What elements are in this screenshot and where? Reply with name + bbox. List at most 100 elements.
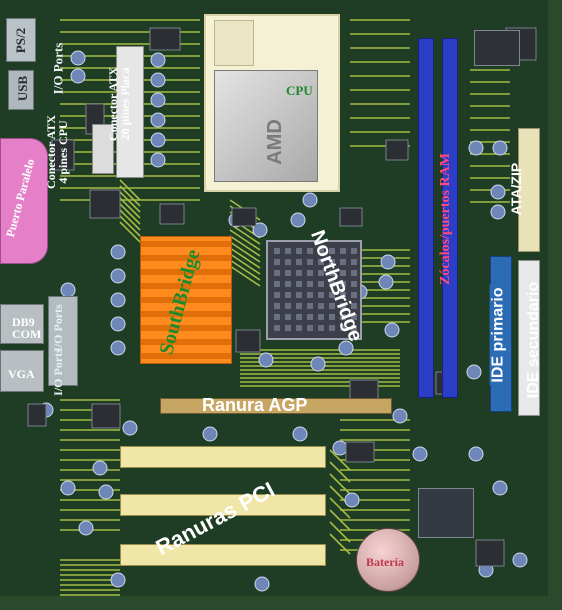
capacitor: [110, 340, 126, 356]
northbridge-pad: [318, 281, 324, 287]
parallel-port[interactable]: [0, 138, 48, 264]
capacitor: [70, 68, 86, 84]
northbridge-pad: [340, 270, 346, 276]
ps2-port[interactable]: [6, 18, 36, 62]
northbridge-pad: [340, 325, 346, 331]
heatsink-fin: [141, 353, 231, 359]
cpu-label: CPU: [286, 83, 313, 98]
northbridge-pad: [285, 314, 291, 320]
capacitor: [60, 480, 76, 496]
northbridge-pad: [351, 281, 357, 287]
northbridge-pad: [274, 248, 280, 254]
pcb-edge: [548, 0, 562, 610]
northbridge-pad: [274, 292, 280, 298]
capacitor: [254, 576, 270, 592]
northbridge-pad: [318, 259, 324, 265]
ram-slot-1[interactable]: [418, 38, 434, 398]
ide-primary-label: IDE primario: [489, 284, 508, 386]
capacitor: [258, 352, 274, 368]
pci-slot-2[interactable]: [120, 494, 326, 516]
ata-zip-connector[interactable]: [518, 128, 540, 252]
capacitor: [110, 292, 126, 308]
northbridge-pad: [340, 281, 346, 287]
small-chip: [385, 139, 409, 161]
capacitor: [78, 520, 94, 536]
northbridge-pad: [274, 281, 280, 287]
northbridge-pad: [274, 259, 280, 265]
pcb-trace: [119, 191, 141, 213]
usb-port[interactable]: [8, 70, 34, 110]
pcb-trace: [229, 247, 261, 269]
northbridge-pad: [307, 292, 313, 298]
capacitors: [38, 32, 528, 592]
io-ports-top-label: I/O Ports: [50, 42, 66, 95]
ram-slot-2[interactable]: [442, 38, 458, 398]
northbridge-pad: [351, 270, 357, 276]
capacitor: [492, 140, 508, 156]
northbridge-pad: [340, 303, 346, 309]
agp-slot-label: Ranura AGP: [202, 395, 308, 415]
northbridge-pad: [329, 259, 335, 265]
northbridge-pad: [340, 248, 346, 254]
ide-secondary-connector[interactable]: [518, 260, 540, 416]
capacitor: [344, 492, 360, 508]
capacitor: [310, 356, 326, 372]
cmos-battery: [356, 528, 420, 592]
small-chip: [231, 207, 257, 227]
pcb-trace: [119, 203, 141, 225]
pcb-trace: [119, 197, 141, 219]
capacitor: [490, 184, 506, 200]
ps2-label: PS/2: [13, 27, 29, 54]
capacitor: [466, 364, 482, 380]
bios-chip: [474, 30, 520, 66]
pcb-trace: [119, 179, 141, 201]
northbridge-pad: [296, 325, 302, 331]
northbridge-pad: [285, 281, 291, 287]
northbridge-pad: [329, 314, 335, 320]
small-chip: [27, 403, 47, 427]
northbridge-pad: [274, 303, 280, 309]
agp-slot[interactable]: [160, 398, 392, 414]
pcb-trace: [329, 509, 351, 531]
northbridge-pad: [307, 314, 313, 320]
northbridge-pad: [274, 325, 280, 331]
northbridge-pad: [340, 259, 346, 265]
heatsink-fin: [141, 297, 231, 303]
northbridge-pad: [285, 248, 291, 254]
capacitor: [60, 282, 76, 298]
capacitor: [70, 50, 86, 66]
pci-slot-3[interactable]: [120, 544, 326, 566]
amd-logo-text: AMD: [263, 119, 286, 165]
northbridge-pad: [351, 259, 357, 265]
northbridge-pad: [318, 292, 324, 298]
northbridge-pad: [296, 259, 302, 265]
northbridge-pad: [285, 292, 291, 298]
northbridge-pad: [351, 325, 357, 331]
pcb-trace: [229, 265, 261, 287]
capacitor: [412, 446, 428, 462]
pcb-bottom-edge: [0, 596, 562, 610]
pcb-trace: [329, 449, 351, 471]
pcb-trace: [329, 461, 351, 483]
cpu-chip: [214, 70, 318, 182]
capacitor: [110, 316, 126, 332]
pcb-trace: [119, 215, 141, 237]
northbridge-pad: [307, 325, 313, 331]
capacitor: [150, 112, 166, 128]
capacitor: [290, 212, 306, 228]
audio-port[interactable]: [48, 296, 78, 386]
pci-slot-1[interactable]: [120, 446, 326, 468]
northbridge-chip: [266, 240, 362, 340]
northbridge-pad: [340, 314, 346, 320]
capacitor: [150, 72, 166, 88]
capacitor: [302, 192, 318, 208]
capacitor: [392, 408, 408, 424]
capacitor: [468, 140, 484, 156]
northbridge-pad: [296, 303, 302, 309]
serial-port[interactable]: [0, 304, 44, 344]
pcb-trace: [229, 235, 261, 257]
northbridge-pad: [296, 281, 302, 287]
atx-cpu-label: Conector ATX 4 pines CPU: [43, 115, 70, 189]
vga-port[interactable]: [0, 350, 44, 392]
